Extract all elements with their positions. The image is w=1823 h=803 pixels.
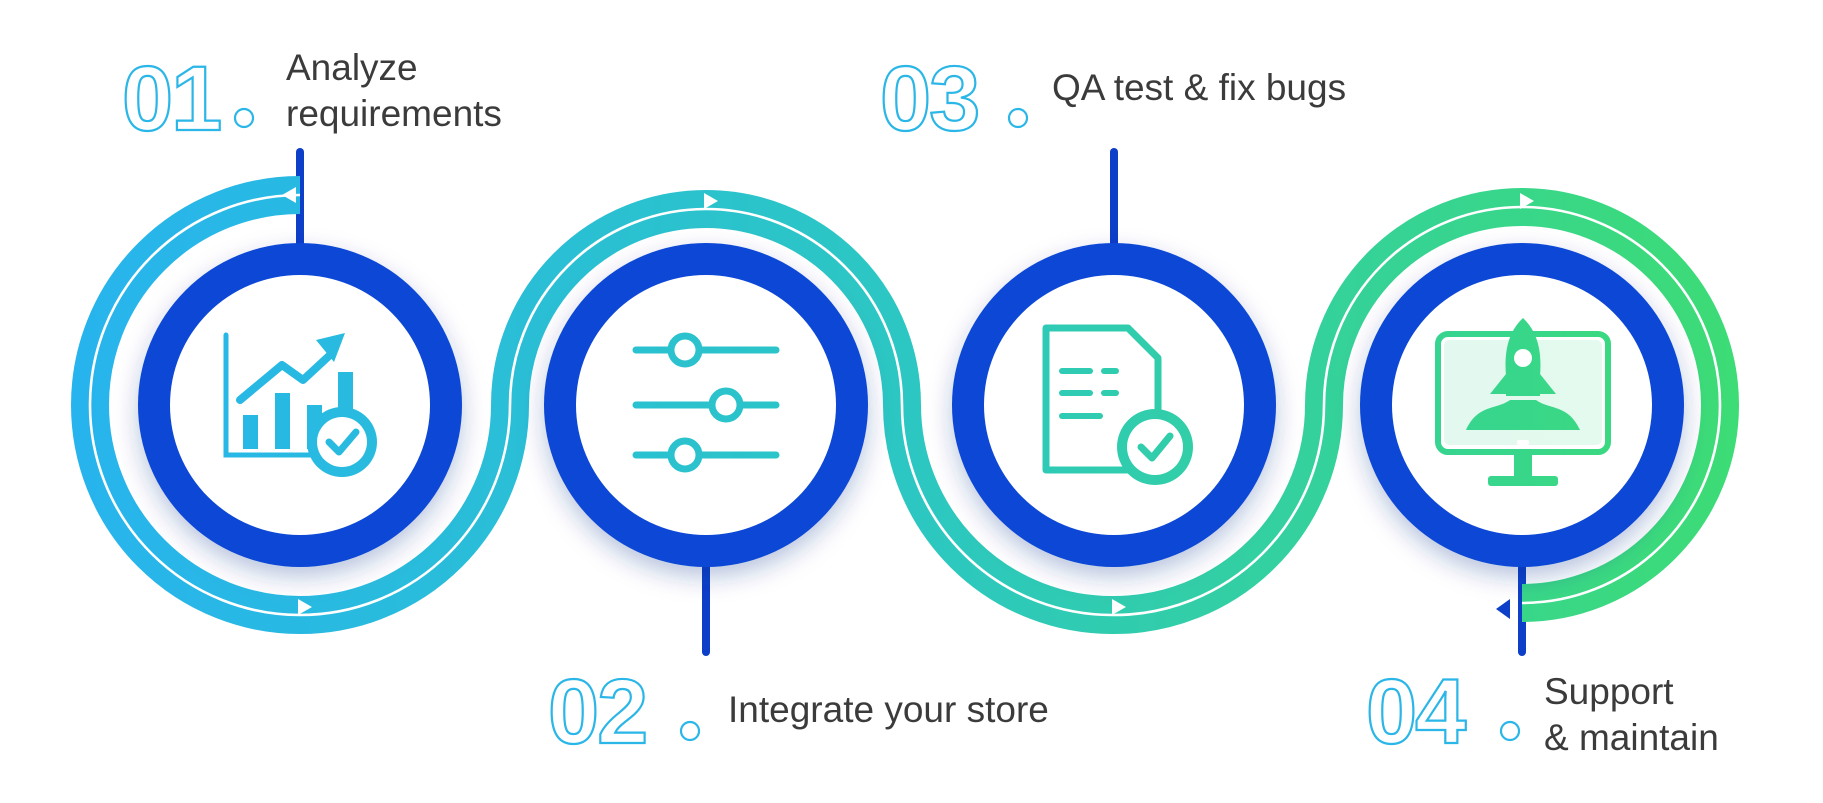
step-label-01: Analyze requirements (286, 47, 502, 134)
step-number-01: 01 (122, 48, 220, 150)
step-number-02: 02 (548, 661, 646, 763)
sliders-icon (632, 332, 780, 473)
flow-track (71, 176, 1739, 635)
arrow-right-icon (1520, 193, 1534, 209)
step-label-line: Analyze (286, 47, 418, 88)
ring-01 (138, 243, 462, 567)
step-label-line: & maintain (1544, 717, 1719, 758)
document-check-icon (1042, 324, 1193, 485)
step-number-dot (679, 720, 701, 742)
monitor-rocket-icon (1435, 318, 1611, 486)
arrow-right-icon (298, 599, 312, 615)
step-label-03: QA test & fix bugs (1052, 67, 1346, 108)
step-label-line: requirements (286, 93, 502, 134)
step-label-02: Integrate your store (728, 689, 1049, 730)
step-number-dot (1499, 720, 1521, 742)
analytics-chart-check-icon (223, 332, 377, 477)
arrow-right-icon (1112, 599, 1126, 615)
ring-03 (952, 243, 1276, 567)
step-numbers: 01 02 03 04 (121, 47, 1521, 764)
step-label-04: Support & maintain (1544, 671, 1719, 758)
arrow-right-icon (704, 193, 718, 209)
step-number-04: 04 (1366, 661, 1466, 763)
step-label-line: Support (1544, 671, 1674, 712)
arrow-left-icon (282, 187, 296, 203)
step-labels: Analyze requirements Integrate your stor… (286, 47, 1719, 758)
step-number-dot (233, 107, 255, 129)
flow-arrows (282, 187, 1534, 619)
step-label-line: QA test & fix bugs (1052, 67, 1346, 108)
step-label-line: Integrate your store (728, 689, 1049, 730)
step-number-dot (1007, 107, 1029, 129)
step-number-03: 03 (880, 48, 978, 150)
arrow-left-icon (1496, 599, 1510, 619)
